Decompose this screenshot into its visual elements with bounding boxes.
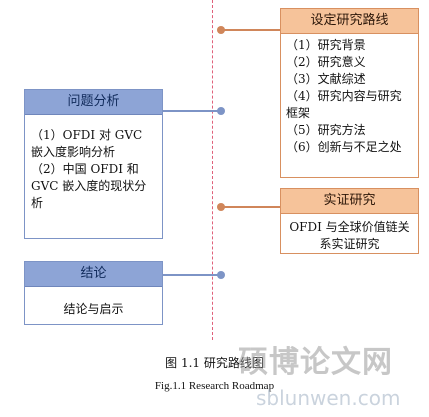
figure-caption-en: Fig.1.1 Research Roadmap (154, 380, 275, 392)
empirical-research-title: 实证研究 (281, 189, 418, 214)
research-route-item-4: （4）研究内容与研究框架 (286, 89, 402, 120)
node-problem-analysis (217, 107, 225, 115)
research-route-box: 设定研究路线 （1）研究背景 （2）研究意义 （3）文献综述 （4）研究内容与研… (280, 8, 419, 178)
research-route-item-3: （3）文献综述 (286, 72, 366, 86)
figure-caption-cn: 图 1.1 研究路线图 (165, 356, 264, 370)
connector-conclusion (163, 274, 221, 276)
research-route-title: 设定研究路线 (281, 9, 418, 34)
conclusion-title: 结论 (25, 262, 162, 287)
timeline-spine (212, 0, 213, 340)
node-research-route (217, 26, 225, 34)
conclusion-box: 结论 结论与启示 (24, 261, 163, 325)
watermark-text: 硕博论文网 (238, 345, 393, 380)
node-empirical-research (217, 203, 225, 211)
empirical-research-box: 实证研究 OFDI 与全球价值链关系实证研究 (280, 188, 419, 254)
research-route-item-5: （5）研究方法 (286, 123, 366, 137)
research-route-item-2: （2）研究意义 (286, 55, 366, 69)
problem-analysis-title: 问题分析 (25, 90, 162, 115)
node-conclusion (217, 271, 225, 279)
empirical-research-body: OFDI 与全球价值链关系实证研究 (289, 220, 410, 251)
connector-research-route (220, 29, 280, 31)
conclusion-body: 结论与启示 (63, 302, 124, 316)
problem-analysis-item-2: （2）中国 OFDI 和 GVC 嵌入度的现状分析 (31, 162, 147, 210)
problem-analysis-list: （1）OFDI 对 GVC 嵌入度影响分析 （2）中国 OFDI 和 GVC 嵌… (25, 115, 162, 215)
research-route-item-6: （6）创新与不足之处 (286, 140, 402, 154)
research-route-item-1: （1）研究背景 (286, 38, 366, 52)
connector-empirical-research (220, 206, 280, 208)
connector-problem-analysis (163, 110, 221, 112)
watermark-url: sblunwen.com (256, 386, 401, 410)
problem-analysis-box: 问题分析 （1）OFDI 对 GVC 嵌入度影响分析 （2）中国 OFDI 和 … (24, 89, 163, 239)
research-route-list: （1）研究背景 （2）研究意义 （3）文献综述 （4）研究内容与研究框架 （5）… (281, 34, 418, 159)
problem-analysis-item-1: （1）OFDI 对 GVC 嵌入度影响分析 (31, 128, 143, 159)
